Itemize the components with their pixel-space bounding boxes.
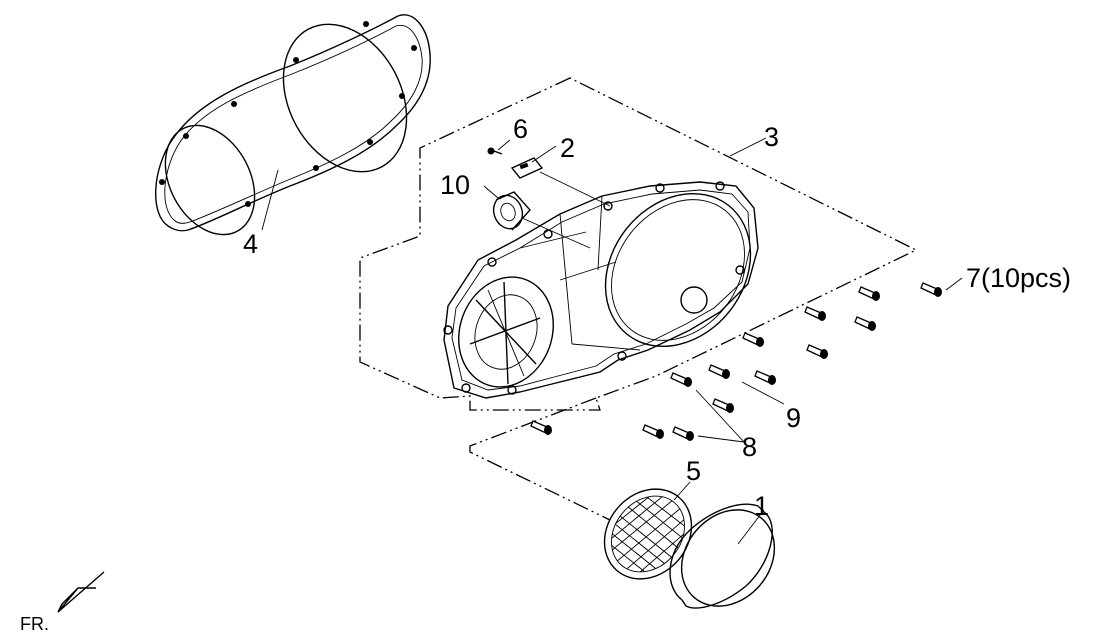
cover-part-3 — [443, 181, 759, 399]
bearing-part-10 — [492, 191, 531, 231]
label-part-2: 2 — [560, 133, 575, 163]
screen-part-5 — [599, 481, 700, 587]
assembly-boundary — [359, 77, 918, 411]
hex-bolt — [806, 344, 828, 359]
cover-bosses — [443, 181, 745, 395]
label-part-5: 5 — [686, 456, 701, 486]
hex-bolt — [754, 370, 776, 385]
label-part-4: 4 — [243, 229, 258, 259]
gasket-part-4 — [154, 14, 431, 236]
hex-bolt — [854, 316, 876, 331]
label-part-3: 3 — [764, 122, 779, 152]
orientation-label: FR. — [20, 614, 49, 634]
clip-part-2 — [510, 157, 544, 179]
gasket-holes — [159, 21, 417, 207]
label-part-9: 9 — [786, 403, 801, 433]
hex-bolt — [804, 306, 826, 321]
hex-bolt — [712, 398, 734, 413]
bolt-group — [530, 282, 942, 441]
hex-bolt — [742, 332, 764, 347]
hex-bolt — [530, 420, 552, 435]
cover-mount-line — [469, 397, 611, 521]
label-part-7: 7(10pcs) — [966, 263, 1071, 293]
hex-bolt — [858, 286, 880, 301]
label-part-8: 8 — [742, 432, 757, 462]
cover-vent-fan — [458, 276, 554, 388]
screen-mesh — [599, 481, 700, 587]
label-part-1: 1 — [754, 491, 769, 521]
cover-ribs — [519, 195, 641, 351]
hex-bolt — [670, 372, 692, 387]
label-part-10: 10 — [440, 170, 470, 200]
bolt-part-6 — [487, 147, 503, 155]
cap-part-1 — [669, 503, 776, 609]
part-labels: 1 2 3 4 5 6 7(10pcs) 8 9 10 — [243, 114, 1071, 521]
hex-bolt — [672, 426, 694, 441]
hex-bolt — [708, 364, 730, 379]
leader-lines — [261, 137, 963, 545]
hex-bolt — [920, 282, 942, 297]
orientation-arrow: FR. — [20, 571, 105, 634]
label-part-6: 6 — [513, 114, 528, 144]
hex-bolt — [642, 424, 664, 439]
